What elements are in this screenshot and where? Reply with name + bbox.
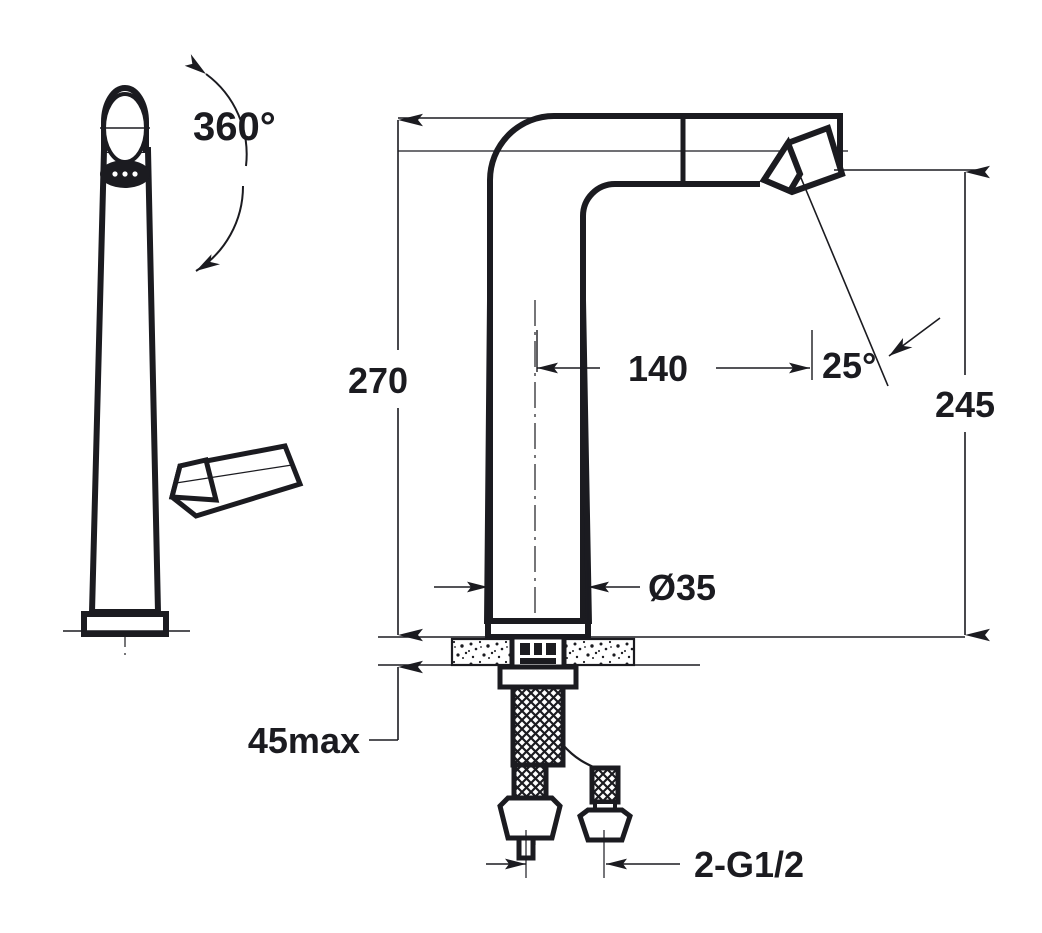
threaded-shank: [510, 684, 566, 768]
swivel-range-label: 360°: [193, 105, 276, 149]
spout-reach-dimension: 140: [628, 348, 688, 389]
dimension-d35: Ø35: [434, 560, 716, 622]
shank-inner-detail: [520, 643, 556, 664]
overall-height-dimension: 270: [348, 360, 408, 401]
column-taper: [484, 299, 592, 625]
angle-leader: [888, 317, 941, 357]
left-base-flange: [81, 611, 169, 637]
mounting-shank-assembly: [497, 634, 633, 861]
left-lever-handle: [168, 443, 304, 519]
dimension-245: 245: [834, 165, 995, 642]
swivel-arc-indicator: [184, 54, 248, 272]
mounting-nut-plate: [497, 664, 579, 690]
left-faucet-view: 360°: [63, 54, 304, 655]
dimension-270: 270: [348, 113, 560, 642]
indicator-dots: [112, 171, 138, 177]
dimension-45max: 45max: [248, 660, 423, 761]
dimension-140: 140: [536, 330, 813, 389]
handle-angle-dimension: 25°: [822, 345, 876, 386]
spout-height-dimension: 245: [935, 384, 995, 425]
spout-inner-profile: [580, 181, 760, 620]
left-supply-hex-nut: [497, 795, 563, 841]
handle-centerline: [175, 464, 293, 484]
left-faucet-column: [88, 147, 162, 615]
supply-thread-dimension: 2-G1/2: [694, 844, 804, 885]
dimension-2g12: 2-G1/2: [486, 830, 804, 885]
mounting-hole-diameter-dimension: Ø35: [648, 567, 716, 608]
spout-outer-profile: [487, 113, 843, 620]
dimension-25deg: 25°: [795, 165, 941, 387]
deck-thickness-dimension: 45max: [248, 720, 360, 761]
right-supply-thread: [589, 765, 621, 805]
threaded-shank-lower: [511, 762, 549, 802]
right-faucet-view: [378, 113, 965, 861]
right-supply-hex-nut: [577, 807, 633, 843]
angle-reference-line: [795, 165, 889, 387]
